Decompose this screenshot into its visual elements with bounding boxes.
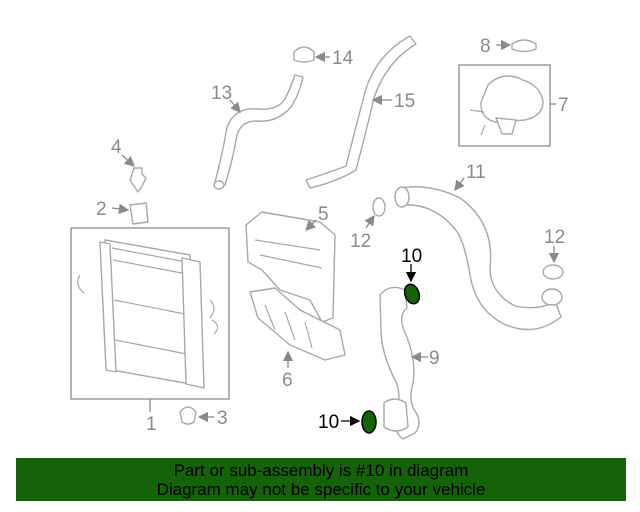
callout-11: 11 bbox=[466, 162, 486, 183]
bypass-hose-part[interactable] bbox=[305, 35, 417, 189]
callout-10-upper: 10 bbox=[401, 246, 422, 267]
o-ring-right-part[interactable] bbox=[542, 264, 564, 280]
callout-7: 7 bbox=[558, 95, 569, 116]
callout-5: 5 bbox=[318, 204, 329, 225]
vent-hose-part[interactable] bbox=[214, 74, 304, 186]
callout-1: 1 bbox=[146, 414, 157, 435]
seal-ring-lower-part[interactable] bbox=[361, 410, 377, 434]
clip-part[interactable] bbox=[129, 167, 147, 193]
callout-15: 15 bbox=[394, 91, 415, 112]
upper-hose-part[interactable] bbox=[399, 186, 562, 331]
mount-bushing-part[interactable] bbox=[129, 202, 149, 225]
air-guide-lower-part[interactable] bbox=[249, 287, 346, 361]
callout-2: 2 bbox=[96, 199, 107, 220]
callout-10-lower: 10 bbox=[318, 412, 339, 433]
banner-line-1: Part or sub-assembly is #10 in diagram bbox=[173, 461, 469, 480]
callout-8: 8 bbox=[480, 36, 491, 57]
callout-9: 9 bbox=[429, 348, 440, 369]
reservoir-cap-part[interactable] bbox=[511, 39, 537, 53]
seal-ring-upper-part[interactable] bbox=[402, 282, 422, 306]
callout-12-right: 12 bbox=[544, 227, 565, 248]
clamp-part[interactable] bbox=[293, 46, 315, 63]
coolant-reservoir-part[interactable] bbox=[469, 75, 544, 136]
callout-13: 13 bbox=[211, 83, 232, 104]
radiator-part[interactable] bbox=[70, 227, 230, 400]
info-banner: Part or sub-assembly is #10 in diagram D… bbox=[16, 458, 626, 501]
callout-6: 6 bbox=[282, 370, 293, 391]
banner-line-2: Diagram may not be specific to your vehi… bbox=[156, 480, 486, 499]
callout-12-left: 12 bbox=[350, 231, 371, 252]
o-ring-left-part[interactable] bbox=[372, 197, 386, 217]
lower-hose-part[interactable] bbox=[379, 286, 420, 440]
callout-14: 14 bbox=[332, 48, 354, 69]
callout-4: 4 bbox=[111, 137, 122, 158]
callout-3: 3 bbox=[217, 408, 228, 429]
grommet-part[interactable] bbox=[179, 406, 197, 425]
